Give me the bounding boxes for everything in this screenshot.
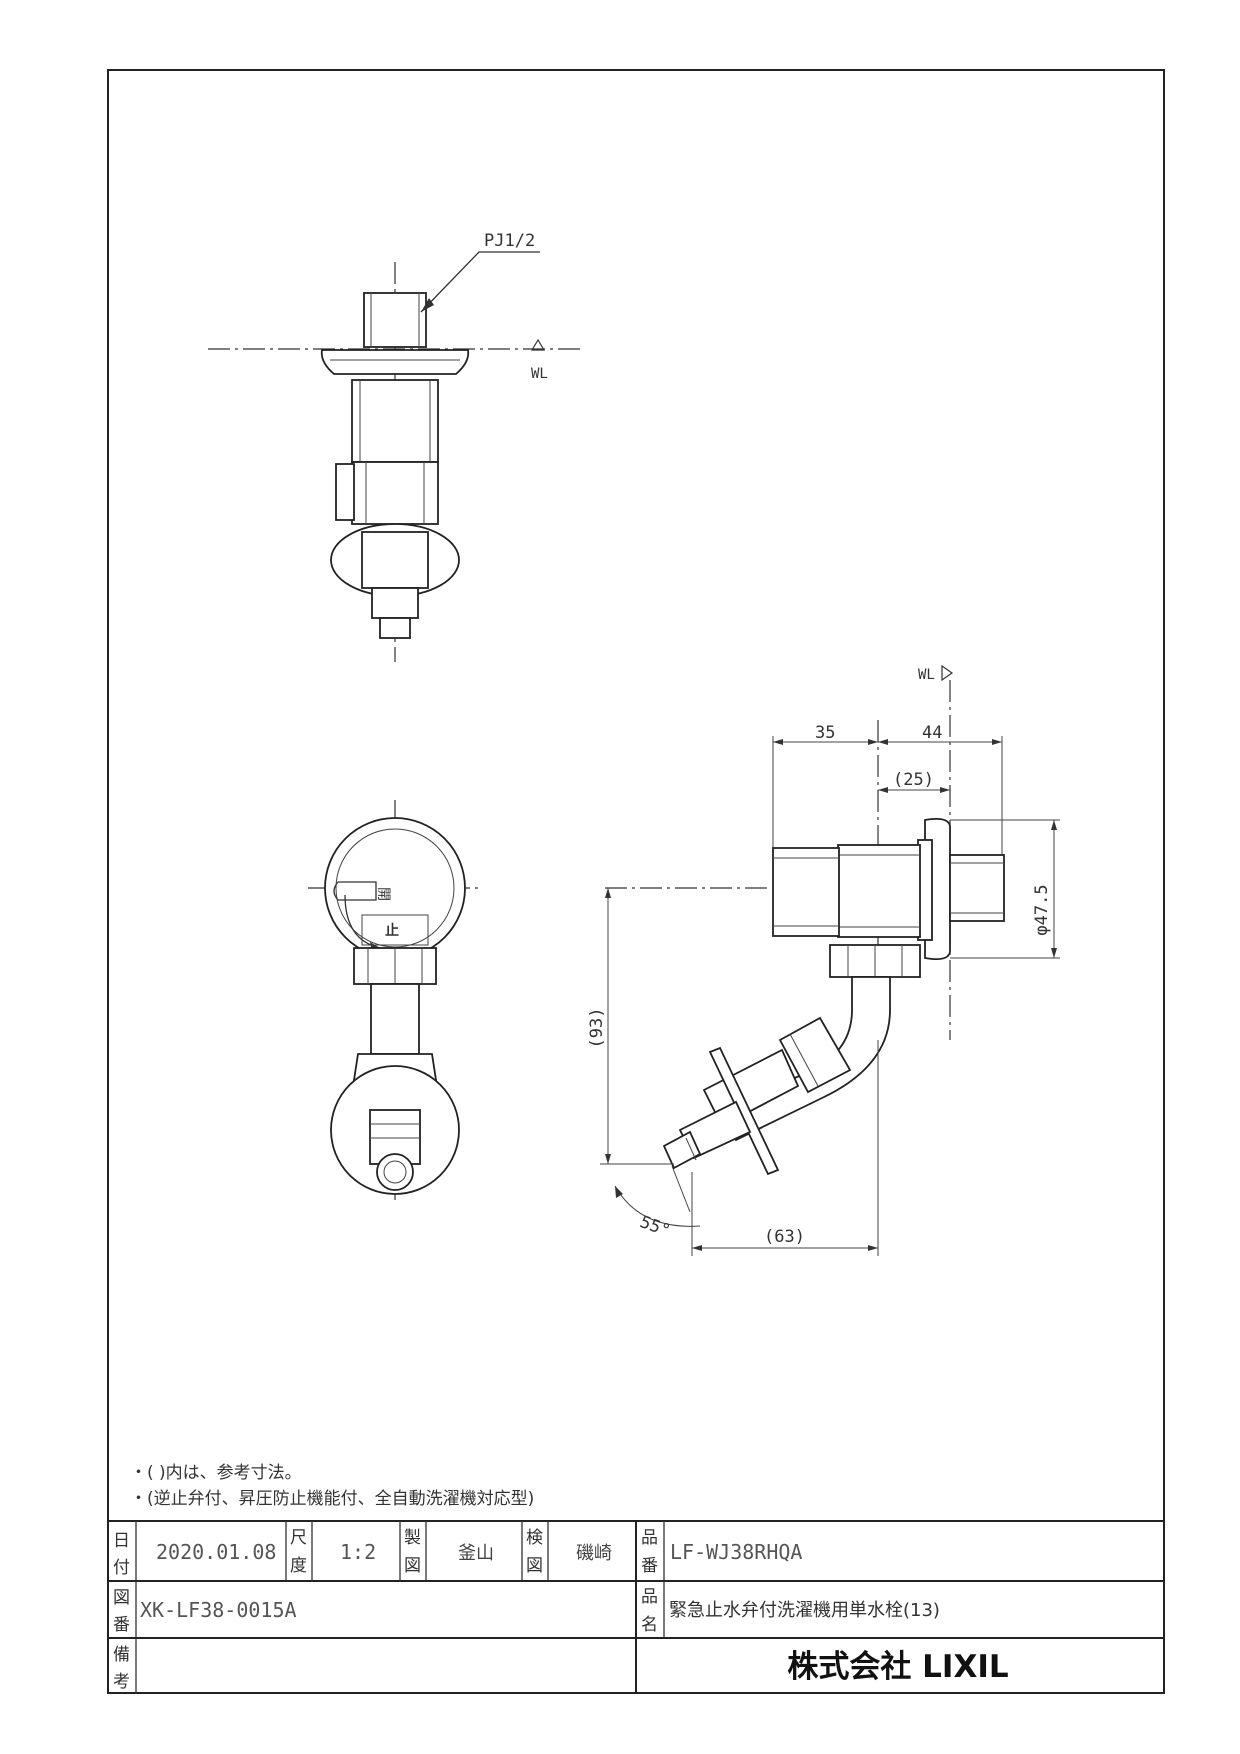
label-remarks: 備 <box>113 1645 130 1665</box>
dim-44: 44 <box>922 723 942 743</box>
dim-93: (93) <box>587 1008 607 1049</box>
front-view: WL PJ1/2 <box>208 231 582 662</box>
checked-by-value: 磯崎 <box>576 1543 612 1564</box>
side-view: 開 止 <box>308 800 480 1200</box>
right-wl-label: WL <box>918 667 935 683</box>
dim-diameter: φ47.5 <box>1032 884 1052 935</box>
label-product-name: 品 <box>641 1587 658 1607</box>
dim-25: (25) <box>893 770 934 790</box>
dim-angle: 55° <box>637 1212 673 1241</box>
label-scale: 尺 <box>290 1528 307 1548</box>
svg-text:図: 図 <box>404 1556 421 1576</box>
label-checked: 検 <box>526 1528 543 1548</box>
label-drawing-no: 図 <box>113 1588 130 1608</box>
drawing-no-value: XK-LF38-0015A <box>140 1598 297 1622</box>
product-no-value: LF-WJ38RHQA <box>670 1540 802 1564</box>
sheet-border <box>107 69 1165 1694</box>
date-value: 2020.01.08 <box>156 1540 276 1564</box>
svg-text:考: 考 <box>113 1672 130 1692</box>
front-wl-label: WL <box>531 366 548 382</box>
drawn-by-value: 釜山 <box>458 1543 494 1564</box>
title-block: 日 付 2020.01.08 尺 度 1:2 製 図 釜山 検 図 磯崎 品 番… <box>108 1520 1164 1693</box>
svg-text:番: 番 <box>641 1556 658 1576</box>
scale-value: 1:2 <box>340 1540 376 1564</box>
right-view: WL 35 44 (25) φ47.5 <box>587 664 1060 1256</box>
svg-text:付: 付 <box>113 1558 130 1578</box>
note-product-features: ・(逆止弁付、昇圧防止機能付、全自動洗濯機対応型) <box>130 1489 534 1509</box>
svg-text:番: 番 <box>113 1615 130 1635</box>
company-logo: 株式会社 LIXIL <box>787 1649 1008 1685</box>
label-product-no: 品 <box>641 1528 658 1548</box>
product-name-value: 緊急止水弁付洗濯機用単水栓(13) <box>669 1600 940 1621</box>
handle-open-label: 開 <box>375 887 391 901</box>
svg-text:名: 名 <box>641 1615 658 1635</box>
label-drawn: 製 <box>404 1528 421 1548</box>
dim-35: 35 <box>815 723 835 743</box>
thread-label: PJ1/2 <box>484 231 535 251</box>
label-date: 日 <box>113 1531 130 1551</box>
handle-close-label: 止 <box>385 922 399 939</box>
svg-text:度: 度 <box>290 1556 307 1576</box>
note-reference-dimensions: ・( )内は、参考寸法。 <box>130 1463 302 1483</box>
svg-text:図: 図 <box>526 1556 543 1576</box>
dim-63: (63) <box>764 1227 805 1247</box>
